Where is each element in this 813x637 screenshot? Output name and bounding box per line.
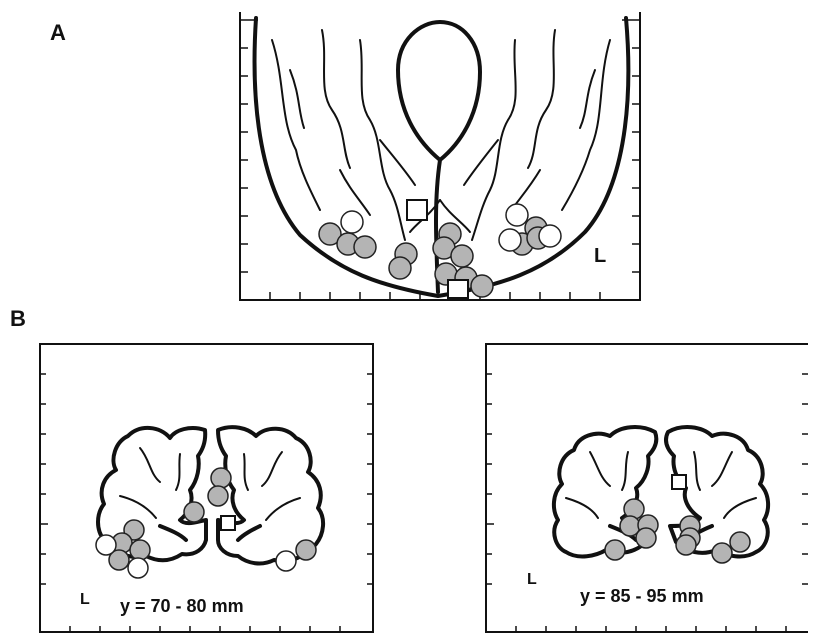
panel-b-right: L y = 85 - 95 mm (486, 344, 808, 632)
activation-dot-white (341, 211, 363, 233)
reference-square (221, 516, 235, 530)
panel-b-left: L y = 70 - 80 mm (40, 344, 373, 632)
activation-dot (389, 257, 411, 279)
panel-b-right-side-label: L (527, 571, 537, 588)
activation-dot (730, 532, 750, 552)
activation-dot (184, 502, 204, 522)
activation-dot-white (128, 558, 148, 578)
activation-dot-white (276, 551, 296, 571)
activation-dot (354, 236, 376, 258)
panel-b-right-foci (605, 475, 750, 563)
reference-square (448, 280, 468, 298)
reference-square (672, 475, 686, 489)
activation-dot (451, 245, 473, 267)
panel-b-right-range-label: y = 85 - 95 mm (580, 586, 704, 606)
panel-b-left-side-label: L (80, 591, 90, 608)
panel-b-label: B (10, 306, 26, 331)
panel-a-side-label: L (594, 245, 606, 267)
activation-dot (208, 486, 228, 506)
coronal-sulci-right (566, 452, 756, 540)
activation-dot-white (499, 229, 521, 251)
activation-dot (605, 540, 625, 560)
panel-b-left-range-label: y = 70 - 80 mm (120, 596, 244, 616)
activation-dot (712, 543, 732, 563)
panel-a-foci (319, 200, 561, 298)
activation-dot (636, 528, 656, 548)
activation-dot (211, 468, 231, 488)
activation-dot (676, 535, 696, 555)
panel-a-label: A (50, 20, 66, 45)
activation-dot-white (506, 204, 528, 226)
reference-square (407, 200, 427, 220)
panel-b-left-frame (40, 344, 373, 632)
activation-dot (130, 540, 150, 560)
sulci-lines (272, 30, 610, 240)
activation-dot (296, 540, 316, 560)
activation-dot-white (539, 225, 561, 247)
panel-a: L (240, 12, 640, 300)
activation-dot-white (96, 535, 116, 555)
panel-b-left-ticks (40, 374, 373, 632)
activation-dot (471, 275, 493, 297)
